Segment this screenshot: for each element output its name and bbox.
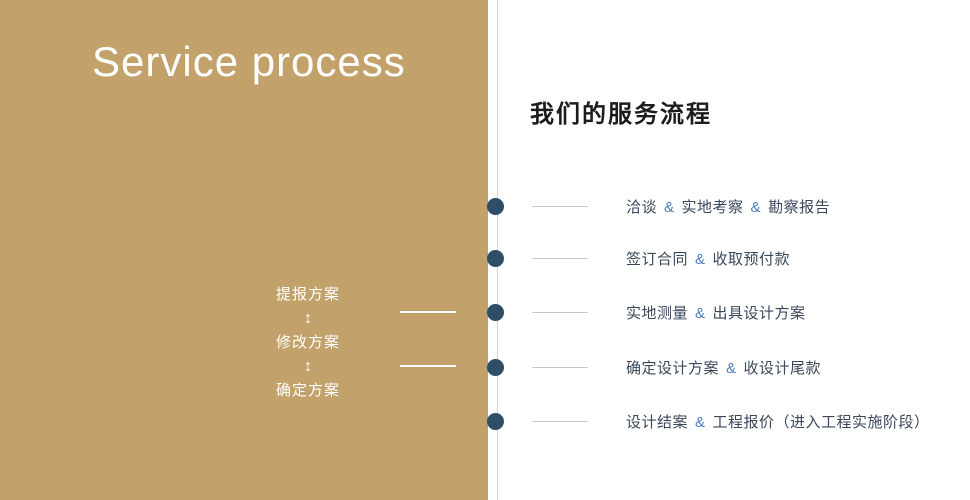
timeline-row: 洽谈&实地考察&勘察报告: [0, 194, 970, 218]
revision-step-label: 修改方案: [275, 334, 340, 351]
revision-connector-line: [400, 311, 456, 313]
timeline-tick-line: [532, 311, 588, 313]
timeline-item-label: 洽谈&实地考察&勘察报告: [626, 196, 830, 217]
label-part: 签订合同: [626, 250, 689, 268]
timeline-item-label: 实地测量&出具设计方案: [626, 302, 806, 323]
label-part: 实地考察: [681, 198, 744, 216]
page-title: Service process: [92, 38, 406, 85]
timeline-tick-line: [532, 205, 588, 207]
revision-step-label: 提报方案: [275, 286, 340, 303]
ampersand-separator: &: [726, 359, 737, 377]
timeline-tick-line: [532, 366, 588, 368]
timeline-row: 签订合同&收取预付款: [0, 246, 970, 270]
label-part: 实地测量: [626, 304, 689, 322]
left-panel: Service process 提报方案 ↕ 修改方案 ↕ 确定方案: [0, 0, 488, 500]
label-part: 收设计尾款: [743, 359, 822, 377]
ampersand-separator: &: [695, 304, 706, 322]
timeline-row: 实地测量&出具设计方案: [0, 300, 970, 324]
section-heading: 我们的服务流程: [530, 101, 712, 128]
label-part: 确定设计方案: [626, 359, 720, 377]
ampersand-separator: &: [664, 198, 675, 216]
revision-steps: 提报方案 ↕ 修改方案 ↕ 确定方案: [260, 284, 356, 402]
ampersand-separator: &: [695, 413, 706, 431]
timeline-item-label: 签订合同&收取预付款: [626, 248, 790, 269]
up-down-arrow-icon: ↕: [304, 358, 312, 375]
revision-step-label: 确定方案: [275, 382, 340, 399]
timeline-item-label: 确定设计方案&收设计尾款: [626, 357, 821, 378]
timeline-item-label: 设计结案&工程报价（进入工程实施阶段）: [626, 411, 930, 432]
label-part: 设计结案: [626, 413, 689, 431]
label-part: 洽谈: [626, 198, 658, 216]
label-part: 勘察报告: [768, 198, 831, 216]
timeline-dot: [487, 303, 504, 321]
timeline-dot: [487, 249, 504, 267]
timeline-dot: [487, 197, 504, 215]
label-part: 出具设计方案: [712, 304, 806, 322]
timeline-tick-line: [532, 420, 588, 422]
up-down-arrow-icon: ↕: [304, 310, 312, 327]
ampersand-separator: &: [695, 250, 706, 268]
timeline-row: 确定设计方案&收设计尾款: [0, 355, 970, 379]
timeline-dot: [487, 412, 504, 430]
timeline-dot: [487, 358, 504, 376]
revision-connector-line: [400, 365, 456, 367]
label-part: 工程报价（进入工程实施阶段）: [712, 413, 930, 431]
timeline-tick-line: [532, 257, 588, 259]
label-part: 收取预付款: [712, 250, 791, 268]
ampersand-separator: &: [750, 198, 762, 216]
timeline-row: 设计结案&工程报价（进入工程实施阶段）: [0, 409, 970, 433]
